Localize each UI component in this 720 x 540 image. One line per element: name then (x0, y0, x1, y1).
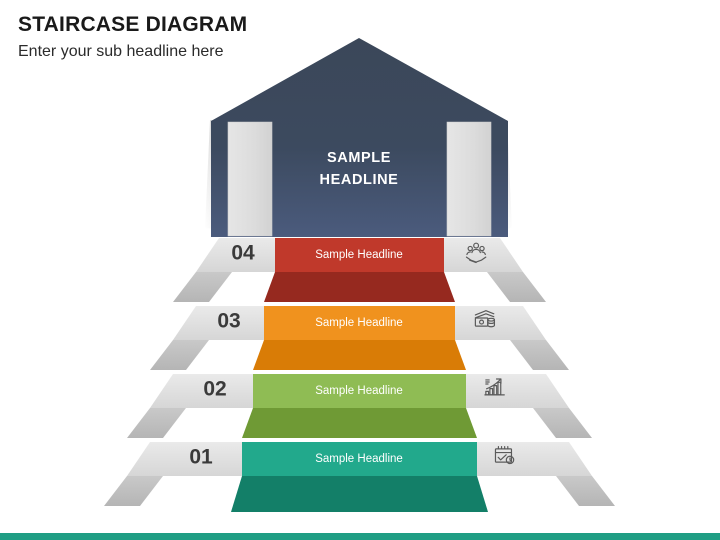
calendar-clock-icon (494, 446, 515, 465)
heading-block: STAIRCASE DIAGRAM Enter your sub headlin… (18, 13, 418, 61)
footer-accent-bar (0, 533, 720, 540)
apex-pentagon (211, 38, 508, 237)
money-cash-icon (474, 310, 496, 328)
step-02-front (242, 408, 477, 438)
page-title: STAIRCASE DIAGRAM (18, 13, 248, 36)
apex-left-pillar (227, 121, 273, 237)
step-04-left-riser (173, 272, 232, 302)
step-04-top (275, 238, 444, 272)
step-01-number: 01 (189, 446, 213, 469)
step-03-top (264, 306, 455, 340)
step-02-label: Sample Headline (315, 385, 403, 397)
step-02-number: 02 (203, 378, 226, 401)
step-03-number: 03 (217, 310, 240, 333)
growth-chart-icon (484, 378, 505, 396)
step-04-front (264, 272, 455, 302)
step-01-top (242, 442, 477, 476)
step-04-number: 04 (231, 242, 255, 265)
step-row-04[interactable]: 04 Sample Headline (173, 238, 546, 302)
step-03-left-riser (150, 340, 209, 370)
step-02-left-riser (127, 408, 186, 438)
step-02-top (253, 374, 466, 408)
step-04-right-riser (487, 272, 546, 302)
apex-headline-line1: SAMPLE (327, 150, 391, 166)
step-03-label: Sample Headline (315, 317, 403, 329)
step-row-03[interactable]: 03 Sample Headline (150, 306, 569, 370)
step-01-left-riser (104, 476, 163, 506)
handshake-team-icon (465, 242, 487, 264)
apex-headline-line2: HEADLINE (320, 172, 399, 188)
step-02-right-riser (533, 408, 592, 438)
step-row-01[interactable]: 01 Sample Headline (104, 442, 615, 512)
step-01-front (231, 476, 488, 512)
step-04-right-tread (444, 238, 523, 272)
step-04-label: Sample Headline (315, 249, 403, 261)
page-subtitle: Enter your sub headline here (18, 43, 224, 61)
step-02-right-tread (466, 374, 569, 408)
step-01-left-tread (127, 442, 242, 476)
apex-right-pillar (446, 121, 492, 237)
apex-arrow-group: SAMPLE HEADLINE (205, 38, 512, 237)
step-02-left-tread (150, 374, 253, 408)
step-03-front (253, 340, 466, 370)
step-04-left-tread (196, 238, 275, 272)
step-03-right-tread (455, 306, 546, 340)
step-01-right-riser (556, 476, 615, 506)
step-row-02[interactable]: 02 Sample Headline (127, 374, 592, 438)
step-01-right-tread (477, 442, 592, 476)
step-03-right-riser (510, 340, 569, 370)
step-03-left-tread (173, 306, 264, 340)
step-01-label: Sample Headline (315, 453, 403, 465)
